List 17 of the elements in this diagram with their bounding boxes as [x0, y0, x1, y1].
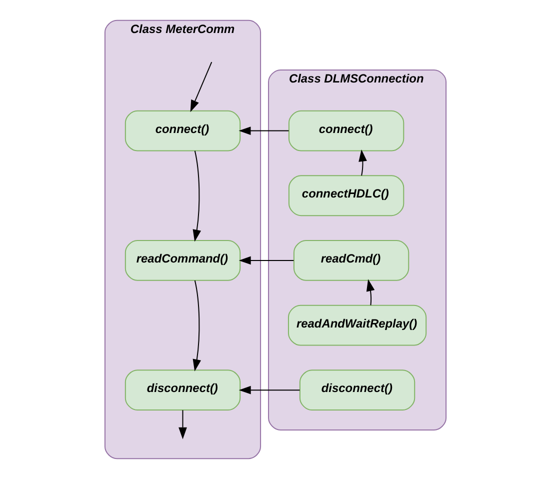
node-box: connectHDLC()	[288, 175, 404, 216]
node-box: disconnect()	[124, 370, 240, 411]
arrow	[366, 279, 374, 306]
node-box: disconnect()	[298, 370, 415, 411]
arrow	[238, 126, 289, 135]
arrow	[238, 256, 294, 265]
arrow	[358, 149, 366, 176]
arrow	[238, 386, 300, 394]
node-box: readCmd()	[292, 240, 409, 281]
arrow	[178, 410, 186, 440]
node-box: readCommand()	[124, 240, 240, 281]
arrow	[190, 62, 212, 112]
arrow	[192, 150, 200, 242]
node-box: connect()	[288, 110, 404, 152]
arrow	[192, 280, 200, 372]
node-box: readAndWaitReplay()	[287, 304, 426, 346]
node-box: connect()	[124, 110, 240, 152]
